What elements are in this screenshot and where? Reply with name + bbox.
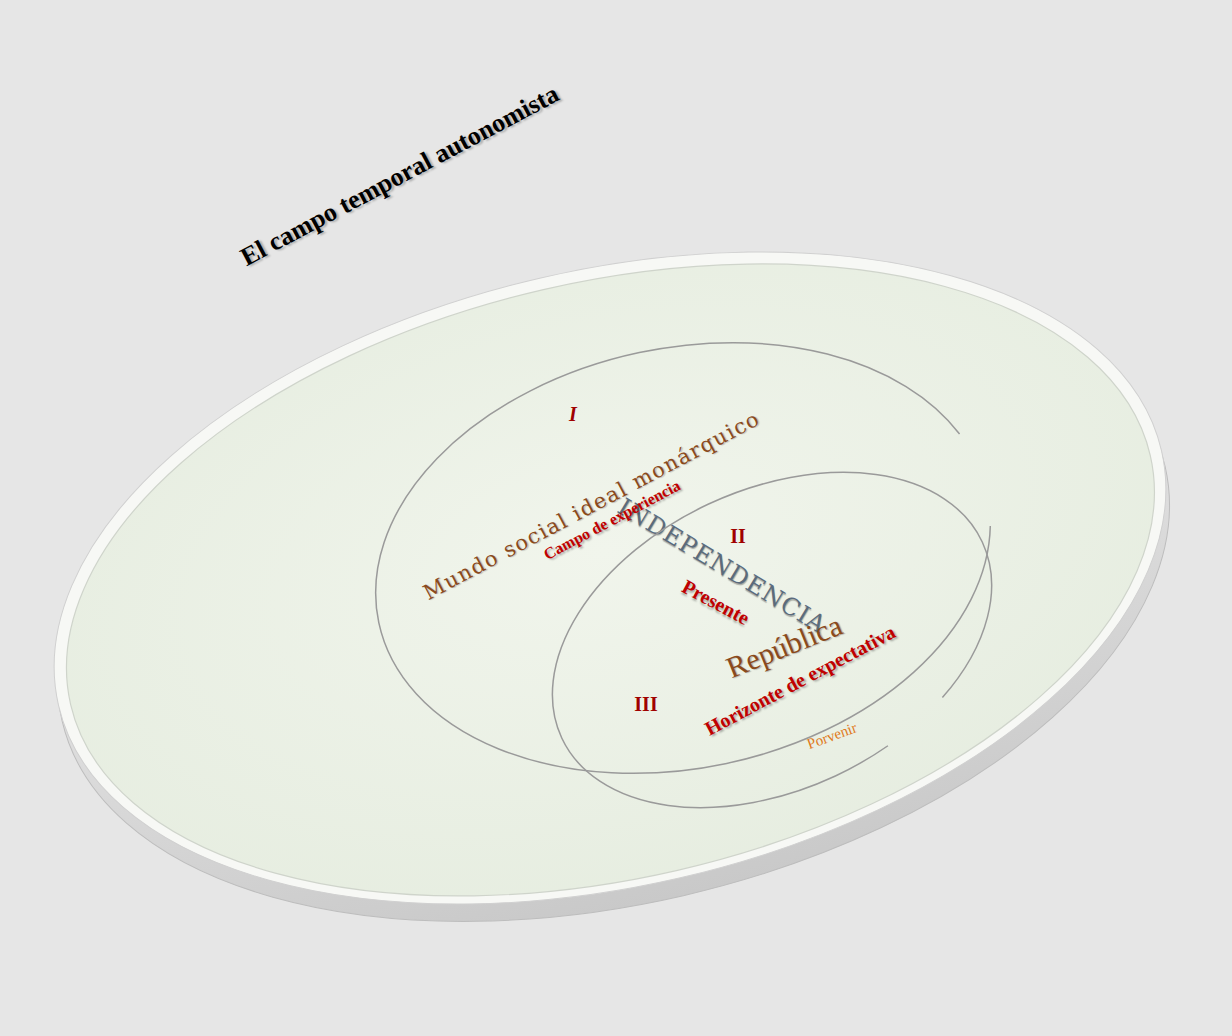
region-heading: Mundo social ideal monárquico [420, 407, 764, 605]
time-region: IIIRepúblicaHorizonte de expectativa [540, 465, 1005, 815]
region-number: I [569, 403, 577, 425]
diagram-title: El campo temporal autonomista [236, 80, 564, 272]
region-number: II [730, 525, 746, 547]
time-region: IMundo social ideal monárquicoCampo de e… [363, 330, 1003, 785]
region-number: III [634, 693, 657, 715]
region-outline [363, 330, 1003, 785]
